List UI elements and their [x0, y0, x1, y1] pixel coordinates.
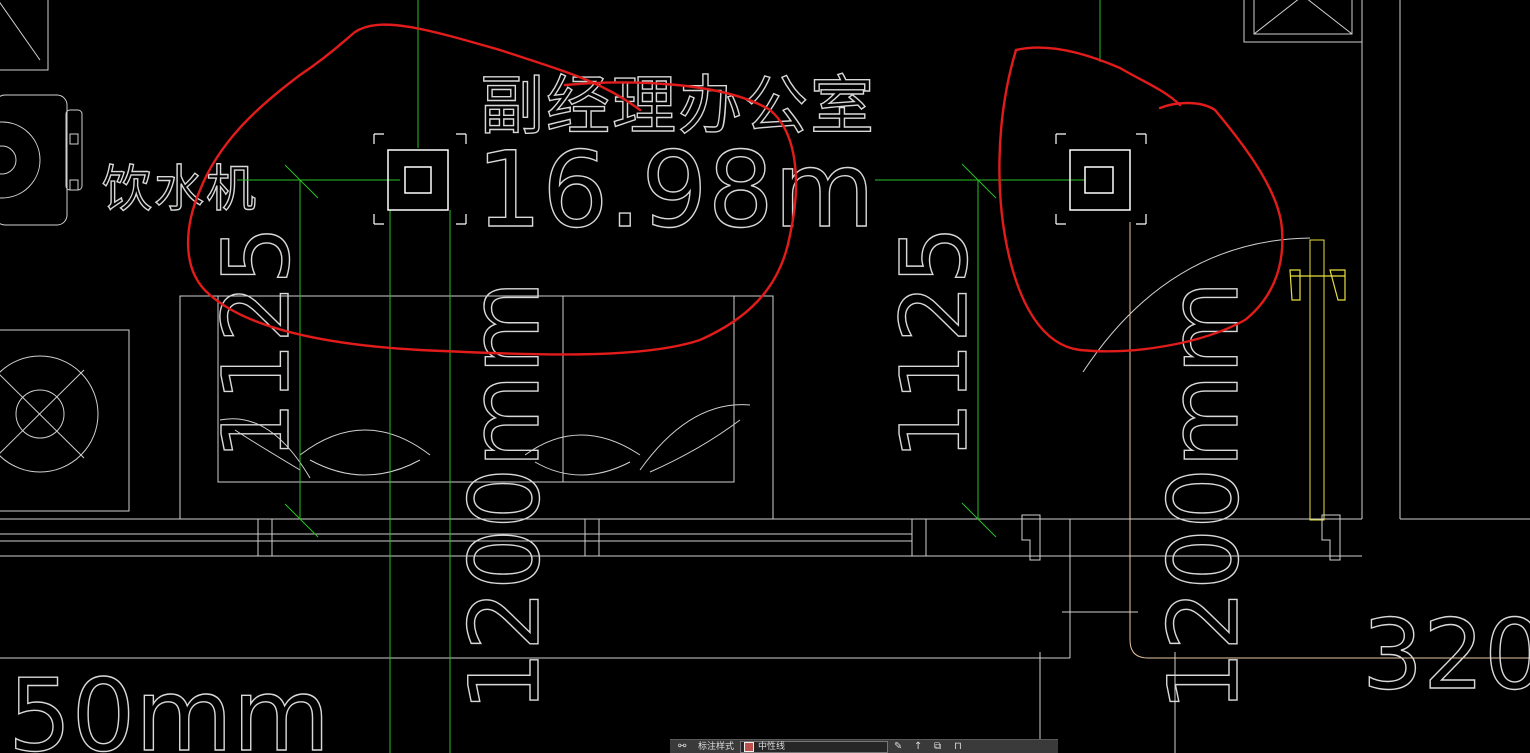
layer-toolbar: ⚯ 标注样式 中性线 ✎ ↑ ⧉ ⊓: [670, 739, 1058, 753]
up-icon[interactable]: ↑: [914, 740, 923, 752]
column-left[interactable]: [237, 0, 467, 753]
room-label: 副经理办公室: [480, 70, 876, 144]
layer-color-swatch: [744, 741, 755, 752]
desk-block: [179, 295, 774, 520]
layer-props-icon[interactable]: ⚯: [678, 740, 687, 752]
layer-dropdown[interactable]: 中性线: [740, 740, 889, 753]
air-conditioner-unit: [0, 329, 130, 512]
bottom-right-dim: 320: [1362, 599, 1530, 711]
toolbar-left-label: 标注样式: [698, 741, 735, 752]
column-right[interactable]: [875, 0, 1147, 538]
lock-icon[interactable]: ⊓: [954, 740, 962, 752]
water-dispenser: [0, 94, 83, 226]
wall-right: [1243, 0, 1530, 520]
door: [1082, 237, 1346, 521]
window-sill: [0, 518, 1362, 659]
bottom-left-dim: 50mm: [8, 657, 330, 753]
cabinet-top-left: [0, 0, 49, 71]
room-area: 16.98m: [476, 129, 875, 251]
dim-1125-left: 1125: [203, 226, 310, 460]
hinge-left: [1021, 514, 1041, 561]
hinge-right: [1321, 514, 1341, 561]
appliance-label: 饮水机: [102, 160, 258, 218]
dim-1125-right: 1125: [881, 226, 988, 460]
copy-icon[interactable]: ⧉: [934, 740, 942, 752]
markup-circle-right: [998, 46, 1284, 353]
window-label-left: 1200mm: [449, 281, 561, 712]
edit-icon[interactable]: ✎: [894, 740, 903, 752]
wall-outline-tan: [1039, 222, 1530, 753]
markup-circle-left: [186, 23, 798, 356]
window-label-right: 1200mm: [1148, 281, 1260, 712]
layer-name: 中性线: [758, 741, 786, 752]
